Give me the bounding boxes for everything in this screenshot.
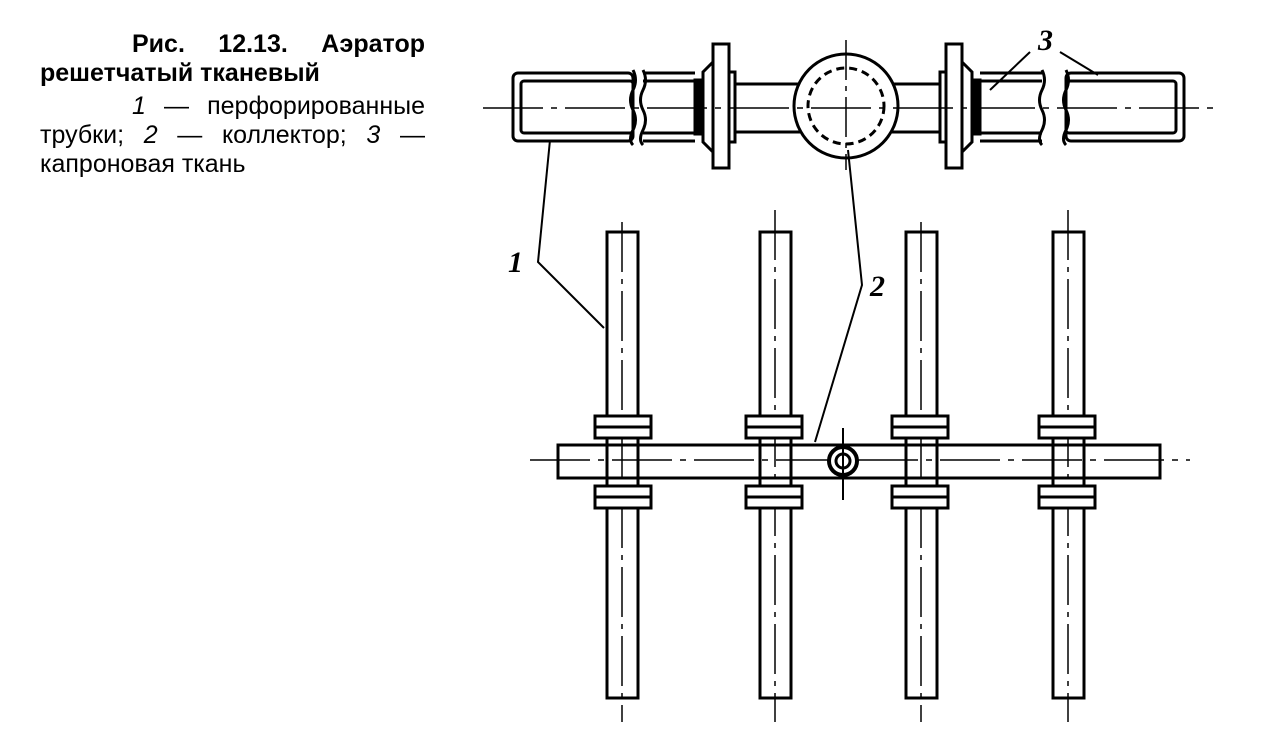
top-left-segment: [643, 71, 695, 143]
top-left-fabric: [511, 71, 635, 143]
leader-3a: [989, 51, 1031, 91]
top-right-coupling: [970, 78, 982, 136]
leader-2: [814, 149, 864, 443]
plan-tube-1: [593, 222, 653, 722]
plan-collector: [556, 443, 1162, 480]
leader-lines: [536, 51, 1099, 443]
top-left-break: [629, 69, 637, 147]
top-right-tube: [1064, 79, 1178, 135]
plan-tube-2: [744, 210, 804, 722]
top-right-cone: [960, 58, 974, 156]
top-collector-stub-right: [892, 82, 940, 134]
top-right-break: [1038, 69, 1046, 147]
top-left-break-2: [639, 69, 647, 147]
legend-num-2: 2: [143, 121, 158, 149]
top-right-segment: [980, 71, 1042, 143]
figure-legend: 1 — перфорированные трубки; 2 — коллекто…: [40, 92, 425, 179]
top-view: [483, 40, 1215, 170]
plan-tube-4: [1037, 210, 1097, 722]
legend-text-1: — перфорированные трубки;: [40, 92, 425, 149]
legend-num-1: 1: [132, 92, 146, 120]
top-left-tube: [519, 79, 635, 135]
plan-tube-3: [890, 222, 950, 722]
leader-1: [536, 139, 605, 329]
label-3: 3: [1037, 24, 1053, 57]
figure-title: Рис. 12.13. Аэратор решетчатый тканевый: [40, 30, 425, 87]
top-collector-stub-left: [735, 82, 800, 134]
leader-3b: [1059, 51, 1099, 76]
label-2: 2: [869, 270, 885, 303]
plan-view: [530, 210, 1190, 722]
top-left-flange-b: [727, 70, 737, 144]
top-left-flange: [711, 42, 731, 170]
figure-caption: Рис. 12.13. Аэратор решетчатый тканевый …: [40, 30, 425, 179]
top-right-fabric: [1064, 71, 1186, 143]
top-right-flange: [944, 42, 964, 170]
legend-text-3: — капроновая ткань: [40, 121, 425, 178]
label-1: 1: [508, 246, 523, 279]
legend-num-3: 3: [366, 121, 381, 149]
legend-text-2: — коллектор;: [177, 121, 347, 149]
